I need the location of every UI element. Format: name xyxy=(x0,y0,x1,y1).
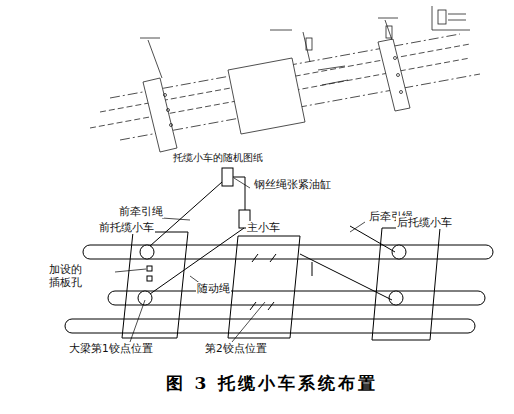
part-label: 加设的插板孔 xyxy=(48,263,90,288)
rails-and-trolleys xyxy=(65,168,493,342)
part-label: 随动绳 xyxy=(196,282,231,295)
part-label: 大梁第1铰点位置 xyxy=(68,342,154,355)
leader-lines xyxy=(115,178,365,342)
scanned-drawing xyxy=(90,6,480,152)
part-label: 主小车 xyxy=(246,221,281,234)
ropes xyxy=(150,177,395,300)
part-label: 第2铰点位置 xyxy=(204,342,268,355)
part-label: 托缆小车的随机图纸 xyxy=(172,152,264,164)
title-block xyxy=(432,6,470,30)
part-label: 前牵引绳 xyxy=(118,205,164,218)
part-label: 前托缆小车 xyxy=(98,221,155,234)
part-label: 钢丝绳张紧油缸 xyxy=(253,178,332,191)
figure-caption: 图 3 托缆小车系统布置 xyxy=(166,372,379,395)
part-label: 后托缆小车 xyxy=(396,216,453,229)
